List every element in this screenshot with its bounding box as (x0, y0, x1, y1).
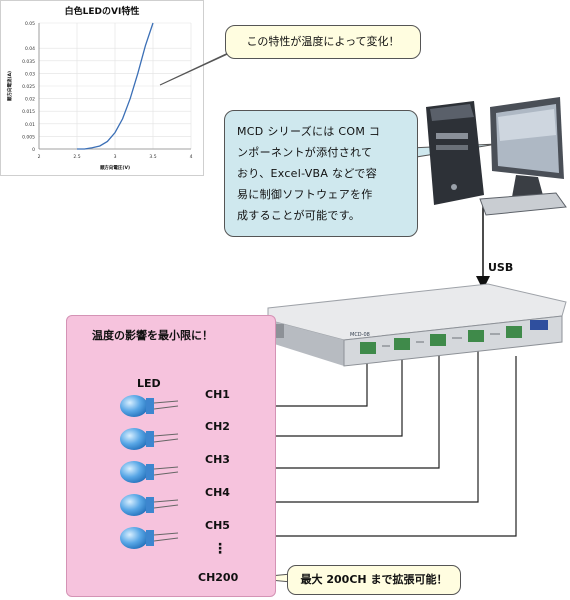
x-tick-label: 2 (38, 154, 41, 160)
device-model: MCD-08 (350, 332, 370, 338)
x-tick-label: 3 (114, 154, 117, 160)
usb-label: USB (488, 261, 514, 274)
callout-com-line-5: 成することが可能です。 (237, 209, 361, 222)
x-tick-label: 4 (190, 154, 193, 160)
channel-wires (243, 346, 517, 537)
device-logo (530, 320, 548, 330)
pc-tower (426, 101, 484, 205)
channel-label-ch2: CH2 (205, 420, 230, 433)
device-terminals (360, 326, 522, 354)
led-label: LED (137, 377, 161, 390)
y-tick-label: 0.035 (22, 59, 35, 65)
callout-com-line-4: 易に制御ソフトウェアを作 (237, 188, 373, 201)
wire-ch3 (243, 346, 440, 469)
callout-max-channels: 最大 200CH まで拡張可能！ (287, 565, 461, 595)
led-1 (120, 395, 179, 417)
led-array (120, 395, 179, 549)
channel-label-ch200: CH200 (198, 571, 239, 584)
led-3 (120, 461, 179, 483)
channel-ellipsis: ⋮ (213, 541, 227, 557)
device-side (268, 320, 344, 366)
y-axis-label: 順方向電流(A) (6, 71, 13, 102)
channel-label-ch3: CH3 (205, 453, 230, 466)
usb-arrow-head (476, 276, 490, 290)
monitor-stand (512, 175, 544, 199)
wire-ch4 (243, 350, 479, 503)
led-panel (66, 315, 276, 597)
x-tick-label: 2.5 (73, 154, 80, 160)
y-tick-label: 0.015 (22, 109, 35, 115)
channel-label-ch4: CH4 (205, 486, 230, 499)
callout-com-component: MCD シリーズには COM コ ンポーネントが添付されて おり、Excel-V… (224, 110, 418, 237)
panel-title: 温度の影響を最小限に！ (92, 329, 213, 342)
wire-ch5 (243, 356, 517, 537)
y-tick-label: 0.025 (22, 84, 35, 90)
y-tick-label: 0.04 (25, 46, 35, 52)
led-2 (120, 428, 179, 450)
y-tick-label: 0.02 (25, 97, 35, 103)
pc-icon (426, 97, 567, 216)
callout-temperature: この特性が温度によって変化！ (225, 25, 421, 59)
series-line-0 (77, 22, 154, 150)
y-tick-label: 0.05 (25, 21, 35, 27)
led-5 (120, 527, 179, 549)
y-tick-label: 0.03 (25, 71, 35, 77)
y-tick-label: 0.01 (25, 122, 35, 128)
callout-com-line-3: おり、Excel-VBA などで容 (237, 167, 377, 180)
wire-ch1 (243, 346, 368, 407)
y-tick-label: 0.005 (22, 134, 35, 140)
x-axis-label: 順方向電圧(V) (99, 164, 130, 171)
y-tick-label: 0 (32, 147, 35, 153)
x-tick-label: 3.5 (149, 154, 156, 160)
vi-chart-svg: 0 0.005 0.01 0.015 0.02 0.025 0.03 0.035 0.04 0.0… (6, 21, 193, 171)
vi-chart: 0 0.005 0.01 0.015 0.02 0.025 0.03 0.035 0.04 0.0… (0, 0, 204, 176)
channel-label-ch1: CH1 (205, 388, 230, 401)
measurement-device: MCD-08 (267, 283, 567, 367)
device-vents (382, 333, 500, 347)
wire-ch2 (243, 346, 403, 437)
led-4 (120, 494, 179, 516)
callout-com-line-2: ンポーネントが添付されて (237, 146, 373, 159)
chart-title: 白色LEDのVI特性 (64, 7, 140, 17)
channel-label-ch5: CH5 (205, 519, 230, 532)
keyboard (479, 192, 567, 216)
callout-com-line-1: MCD シリーズには COM コ (237, 125, 381, 138)
